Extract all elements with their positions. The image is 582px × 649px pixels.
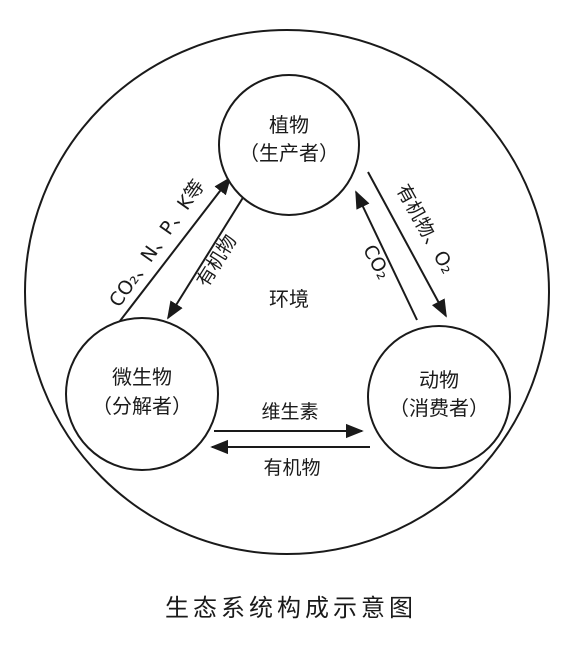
arrow-plant-to-microbe <box>167 195 245 320</box>
node-animal-name: 动物 <box>419 368 459 392</box>
node-animal-circle <box>367 325 511 469</box>
arrow-animal-to-plant <box>355 190 418 321</box>
environment-label: 环境 <box>269 287 309 311</box>
node-animal: 动物 （消费者） <box>367 325 511 469</box>
label-animal-to-microbe: 有机物 <box>263 457 320 479</box>
node-microbe: 微生物 （分解者） <box>65 317 219 471</box>
label-plant-to-animal: 有机物、O₂ <box>392 181 459 278</box>
node-animal-role: （消费者） <box>389 396 489 420</box>
arrow-microbe-to-plant <box>112 176 232 331</box>
label-microbe-to-animal: 维生素 <box>261 401 318 423</box>
node-microbe-name: 微生物 <box>112 365 172 389</box>
label-animal-to-plant: CO₂ <box>358 241 394 283</box>
label-microbe-to-plant: CO₂、N、P、K等 <box>105 176 209 311</box>
node-plant-name: 植物 <box>269 113 309 137</box>
node-microbe-circle <box>65 317 219 471</box>
node-microbe-role: （分解者） <box>92 394 192 418</box>
node-plant-circle <box>218 74 360 216</box>
label-plant-to-microbe: 有机物 <box>192 231 241 291</box>
arrow-plant-to-animal <box>367 171 447 318</box>
ecosystem-boundary <box>24 29 550 555</box>
figure-caption: 生态系统构成示意图 <box>165 594 417 622</box>
node-plant: 植物 （生产者） <box>218 74 360 216</box>
node-plant-role: （生产者） <box>239 141 339 165</box>
